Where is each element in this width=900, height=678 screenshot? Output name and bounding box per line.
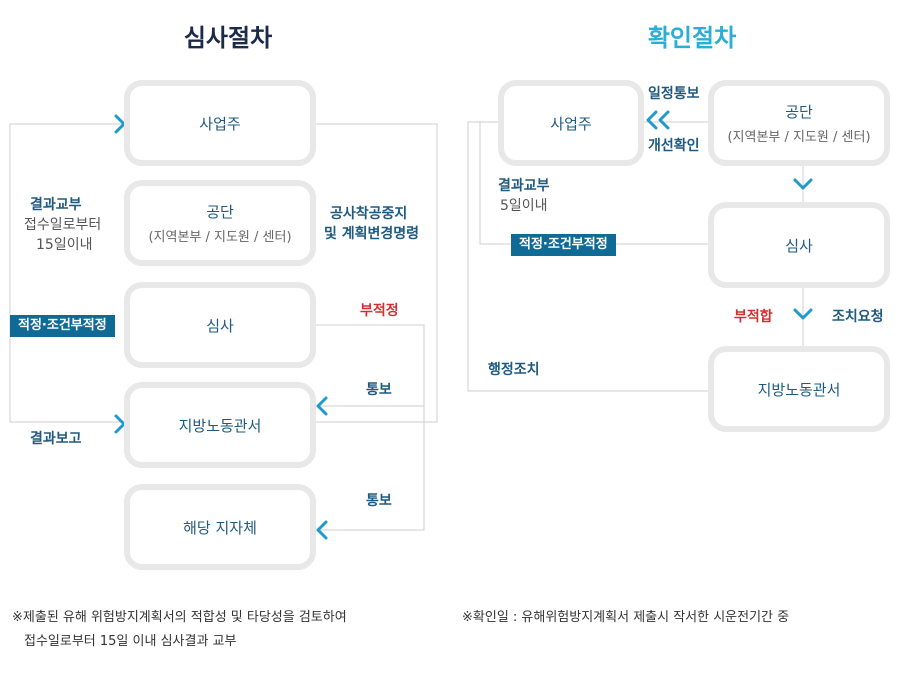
- chevron-right-icon: [114, 414, 126, 434]
- left-unfit-label: 부적정: [360, 303, 399, 319]
- left-labor-office-box: 지방노동관서: [124, 382, 316, 468]
- right-fit-badge: 적정·조건부적정: [511, 234, 616, 256]
- right-labor-office-box: 지방노동관서: [708, 346, 890, 432]
- left-result-issue-label: 결과교부: [30, 197, 82, 213]
- right-owner-box: 사업주: [498, 80, 644, 166]
- right-improvement-check-label: 개선확인: [648, 138, 700, 154]
- left-local-gov-label: 해당 지자체: [183, 518, 257, 537]
- left-labor-office-label: 지방노동관서: [178, 416, 262, 435]
- left-owner-label: 사업주: [199, 114, 241, 133]
- right-result-issue-days: 5일이내: [500, 198, 548, 214]
- left-result-issue-sub: 접수일로부터: [24, 217, 102, 233]
- left-agency-label: 공단: [206, 203, 234, 221]
- chevron-left-icon: [316, 396, 328, 416]
- right-agency-label: 공단: [785, 103, 813, 121]
- left-fit-badge: 적정·조건부적정: [10, 315, 115, 337]
- right-unfit-label: 부적합: [734, 309, 773, 325]
- left-owner-box: 사업주: [124, 80, 316, 166]
- right-action-request-label: 조치요청: [832, 309, 884, 325]
- left-stop-order-label: 공사착공중지: [330, 206, 408, 222]
- right-labor-office-label: 지방노동관서: [757, 380, 841, 399]
- left-notify-label-2: 통보: [366, 493, 392, 509]
- right-agency-box: 공단 (지역본부 / 지도원 / 센터): [708, 80, 890, 166]
- right-owner-label: 사업주: [550, 114, 592, 133]
- double-chevron-left-icon: [658, 110, 670, 130]
- left-title: 심사절차: [183, 24, 273, 52]
- left-review-label: 심사: [206, 316, 234, 335]
- right-title: 확인절차: [647, 24, 737, 52]
- left-local-gov-box: 해당 지자체: [124, 484, 316, 570]
- left-result-report-label: 결과보고: [30, 431, 82, 447]
- right-review-label: 심사: [785, 236, 813, 255]
- double-chevron-left-icon: [646, 110, 658, 130]
- left-agency-box: 공단 (지역본부 / 지도원 / 센터): [124, 180, 316, 266]
- right-result-issue-label: 결과교부: [498, 178, 550, 194]
- right-review-box: 심사: [708, 202, 890, 288]
- left-agency-sub: (지역본부 / 지도원 / 센터): [148, 230, 292, 245]
- chevron-down-icon: [793, 178, 813, 190]
- right-agency-sub: (지역본부 / 지도원 / 센터): [727, 130, 871, 145]
- left-result-issue-days: 15일이내: [36, 237, 93, 253]
- chevron-left-icon: [316, 520, 328, 540]
- right-schedule-notice-label: 일정통보: [648, 86, 700, 102]
- right-footnote: ※확인일 : 유해위험방지계획서 제출시 작서한 시운전기간 중: [462, 610, 790, 625]
- chevron-down-icon: [793, 308, 813, 320]
- left-change-order-label: 및 계획변경명령: [324, 226, 420, 242]
- right-admin-action-label: 행정조치: [488, 362, 540, 378]
- left-footnote-line-1: ※제출된 유해 위험방지계획서의 적합성 및 타당성을 검토하여: [12, 610, 347, 625]
- left-notify-label-1: 통보: [366, 382, 392, 398]
- left-footnote-line-2: 접수일로부터 15일 이내 심사결과 교부: [24, 634, 237, 649]
- left-review-box: 심사: [124, 282, 316, 368]
